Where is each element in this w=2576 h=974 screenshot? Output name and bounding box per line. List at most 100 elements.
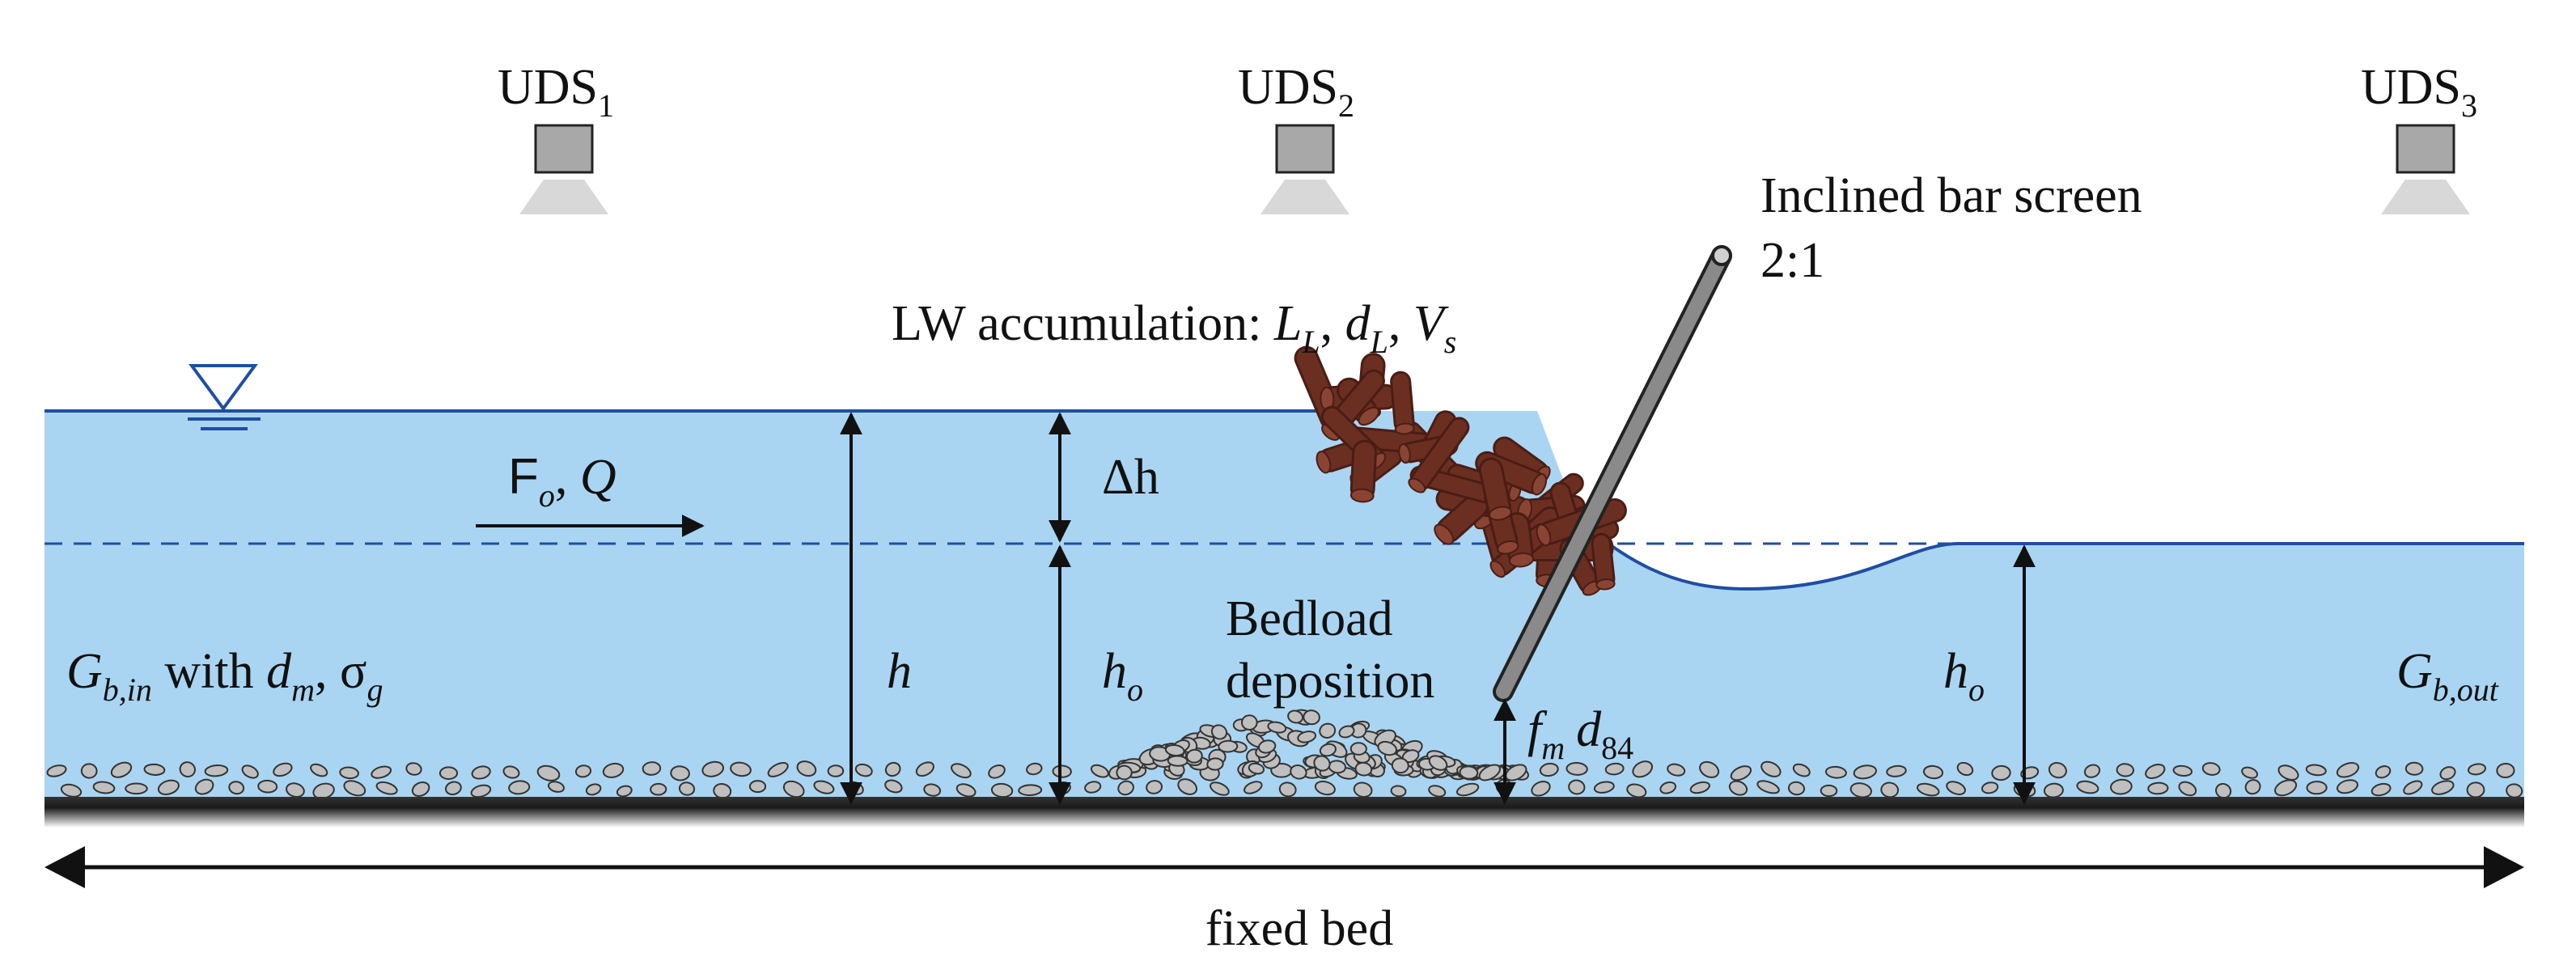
pebble xyxy=(2147,781,2169,795)
pebble xyxy=(670,765,690,781)
pebble xyxy=(2337,779,2358,794)
pebble xyxy=(471,765,491,780)
pebble xyxy=(1146,780,1163,794)
pebble xyxy=(1391,757,1409,774)
pebble xyxy=(1568,779,1586,795)
pebble xyxy=(1164,743,1185,757)
pebble xyxy=(701,760,724,777)
pebble xyxy=(241,764,259,779)
inclined-bar-screen xyxy=(1493,245,1732,702)
svg-text:h: h xyxy=(887,644,912,699)
pebble xyxy=(1455,782,1480,797)
wood-log xyxy=(1349,439,1377,503)
pebble xyxy=(1792,763,1811,777)
pebble xyxy=(1756,780,1780,794)
pebble xyxy=(2496,762,2515,779)
pebble xyxy=(1338,725,1355,739)
svg-text:UDS2: UDS2 xyxy=(1238,60,1354,124)
bar-screen-pivot xyxy=(1711,245,1732,266)
pebble xyxy=(2375,765,2392,779)
pebble xyxy=(2244,779,2261,795)
sensor-uds-3: UDS3 xyxy=(2361,60,2477,214)
pebble xyxy=(1659,781,1677,794)
pebble xyxy=(411,781,430,797)
svg-text:UDS1: UDS1 xyxy=(498,60,614,124)
sensor-box xyxy=(1275,124,1335,174)
pebble xyxy=(951,763,972,779)
pebble xyxy=(2439,766,2456,781)
pebble xyxy=(1297,730,1317,743)
pebble xyxy=(955,783,977,798)
sensor-uds-1: UDS1 xyxy=(498,60,614,214)
pebble xyxy=(536,764,561,781)
pebble xyxy=(827,764,845,777)
dimension-h: h xyxy=(840,412,912,805)
sensor-beam xyxy=(1260,180,1349,214)
pebble xyxy=(1916,782,1940,797)
pebble xyxy=(470,784,492,798)
pebble xyxy=(1248,762,1265,775)
pebble xyxy=(1210,724,1228,740)
pebble xyxy=(1186,748,1203,764)
pebble xyxy=(285,782,305,798)
pebble xyxy=(508,780,531,795)
sensor-box xyxy=(534,124,594,174)
sensor-box xyxy=(2396,124,2455,174)
pebble xyxy=(2076,780,2099,794)
pebble xyxy=(1303,709,1320,726)
pebble xyxy=(1760,760,1782,777)
pebble xyxy=(2145,764,2166,779)
pebble xyxy=(1667,763,1686,777)
pebble xyxy=(2431,780,2455,795)
water-surface-downstream xyxy=(1572,516,2524,591)
screen-ratio: 2:1 xyxy=(1760,233,1824,288)
pebble xyxy=(1730,765,1752,781)
inflow-label: Gb,in with dm, σg xyxy=(66,644,383,708)
pebble xyxy=(988,764,1006,779)
pebble xyxy=(1593,781,1615,794)
pebble xyxy=(1084,781,1102,794)
pebble xyxy=(2116,763,2134,777)
pebble xyxy=(1257,739,1277,754)
pebble xyxy=(143,763,166,776)
deposition-label-line1: Bedload xyxy=(1226,591,1393,646)
pebble xyxy=(2466,781,2485,798)
pebble xyxy=(92,781,116,794)
lw-accumulation-label: LW accumulation: LL, dL, Vs xyxy=(892,296,1456,360)
fixed-bed-extent xyxy=(44,846,2524,888)
pebble xyxy=(1313,755,1331,772)
pebble xyxy=(60,783,83,798)
pebble xyxy=(80,763,98,779)
pebble xyxy=(1206,757,1224,771)
pebble xyxy=(343,780,366,797)
dimension-delta-h: Δh xyxy=(1049,412,1159,543)
pebble xyxy=(1787,781,1806,796)
pebble xyxy=(2371,782,2392,797)
pebble xyxy=(1244,781,1263,794)
pebble xyxy=(1459,765,1479,780)
pebble xyxy=(748,780,767,794)
pebble xyxy=(813,780,835,794)
pebble xyxy=(730,761,752,777)
pebble xyxy=(1981,781,1999,794)
dimension-ho: ho xyxy=(1049,544,1143,805)
pebble xyxy=(574,764,592,778)
large-wood-accumulation xyxy=(1294,345,1627,596)
pebble xyxy=(405,762,422,776)
pebble xyxy=(650,782,667,796)
pebble xyxy=(2172,764,2193,777)
pebble xyxy=(2404,761,2424,776)
sensor-uds-2: UDS2 xyxy=(1238,60,1354,214)
pebble xyxy=(1428,785,1447,798)
fixed-bed-strip xyxy=(44,797,2524,828)
pebble xyxy=(1626,783,1647,798)
dimension-ho-downstream: ho xyxy=(1943,544,2036,805)
pebble xyxy=(1167,755,1188,767)
pebble xyxy=(179,761,196,778)
pebble xyxy=(1314,781,1336,796)
pebble xyxy=(445,781,462,796)
pebble xyxy=(2043,782,2064,798)
pebble xyxy=(1218,739,1239,753)
